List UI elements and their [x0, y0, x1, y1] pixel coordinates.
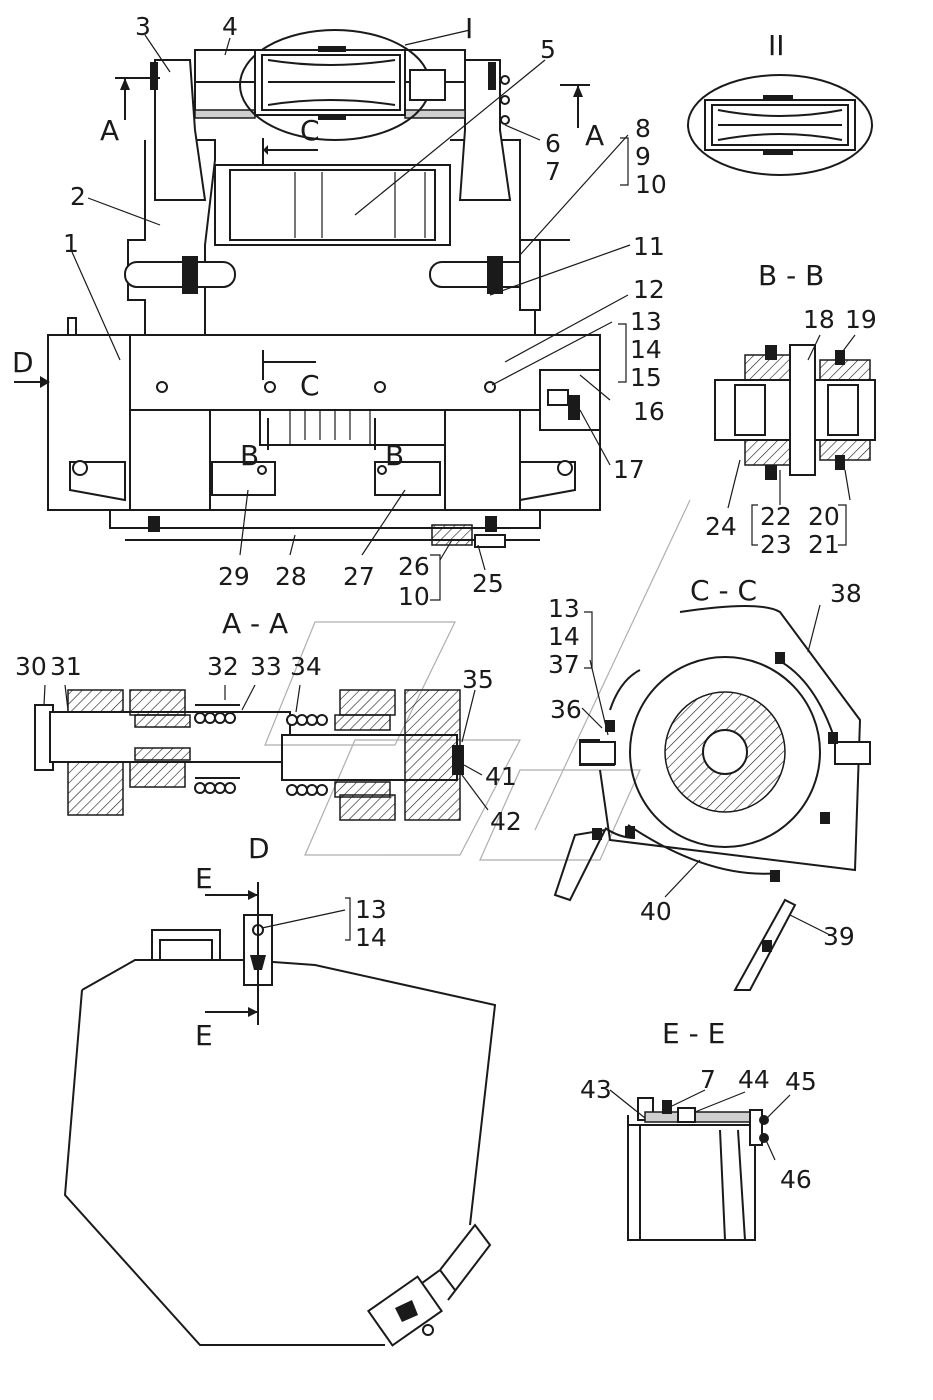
- callout-27: 27: [343, 562, 375, 591]
- section-title-e-bottom: E: [195, 1019, 213, 1052]
- main-front-view: [47, 29, 601, 548]
- view-mark-b-right: B: [385, 439, 404, 472]
- callout-14-cc: 14: [548, 622, 580, 651]
- callout-37: 37: [548, 650, 580, 679]
- view-mark-a-right: A: [585, 119, 604, 152]
- callout-33: 33: [250, 652, 282, 681]
- callout-7-ee: 7: [700, 1065, 716, 1094]
- section-markers: [14, 77, 590, 450]
- callout-13-cc: 13: [548, 594, 580, 623]
- section-title-ee: E - E: [662, 1017, 725, 1050]
- section-title-cc: C - C: [690, 574, 757, 607]
- callout-9: 9: [635, 142, 651, 171]
- callout-5: 5: [540, 35, 556, 64]
- callout-45: 45: [785, 1067, 817, 1096]
- callout-29: 29: [218, 562, 250, 591]
- callout-7: 7: [545, 157, 561, 186]
- callout-30: 30: [15, 652, 47, 681]
- callout-46: 46: [780, 1165, 812, 1194]
- callout-1: 1: [63, 229, 79, 258]
- callout-20: 20: [808, 502, 840, 531]
- detail-ii-view: [687, 74, 873, 176]
- callout-14-d: 14: [355, 923, 387, 952]
- callout-41: 41: [485, 762, 517, 791]
- callout-23: 23: [760, 530, 792, 559]
- view-mark-detail-1: I: [465, 12, 473, 45]
- callout-10: 10: [635, 170, 667, 199]
- callout-6: 6: [545, 129, 561, 158]
- section-title-aa: A - A: [222, 607, 288, 640]
- callout-12: 12: [633, 275, 665, 304]
- callout-4: 4: [222, 12, 238, 41]
- callout-24: 24: [705, 512, 737, 541]
- view-mark-a-left: A: [100, 114, 119, 147]
- callout-8: 8: [635, 114, 651, 143]
- callout-21: 21: [808, 530, 840, 559]
- section-ee-view: [609, 1089, 791, 1241]
- section-bb-view: [714, 334, 876, 546]
- view-mark-detail-2: II: [768, 29, 785, 62]
- section-title-bb: B - B: [758, 259, 824, 292]
- view-mark-b-left: B: [240, 439, 259, 472]
- watermark-outline: [264, 499, 691, 861]
- section-title-e-top: E: [195, 862, 213, 895]
- label-text-layer: I II A A C C B B D B - B A - A C - C D E…: [12, 12, 877, 1194]
- callout-2: 2: [70, 182, 86, 211]
- callout-36: 36: [550, 695, 582, 724]
- callout-18: 18: [803, 305, 835, 334]
- callout-39: 39: [823, 922, 855, 951]
- callout-11: 11: [633, 232, 665, 261]
- callout-22: 22: [760, 502, 792, 531]
- callout-17: 17: [613, 455, 645, 484]
- callout-28: 28: [275, 562, 307, 591]
- callout-13-d: 13: [355, 895, 387, 924]
- callout-15: 15: [630, 363, 662, 392]
- callout-16: 16: [633, 397, 665, 426]
- callout-25: 25: [472, 569, 504, 598]
- callout-26: 26: [398, 552, 430, 581]
- callout-32: 32: [207, 652, 239, 681]
- view-mark-d: D: [12, 346, 34, 379]
- callout-19: 19: [845, 305, 877, 334]
- section-aa-view: [34, 684, 489, 821]
- callout-42: 42: [490, 807, 522, 836]
- callout-44: 44: [738, 1065, 770, 1094]
- section-title-d: D: [248, 832, 270, 865]
- callout-14: 14: [630, 335, 662, 364]
- view-mark-c-mid: C: [300, 369, 320, 402]
- callout-31: 31: [50, 652, 82, 681]
- callout-10-lower: 10: [398, 582, 430, 611]
- spring-left: [194, 712, 236, 794]
- leader-lines: [71, 29, 631, 601]
- callout-35: 35: [462, 665, 494, 694]
- view-mark-c-top: C: [300, 114, 320, 147]
- callout-38: 38: [830, 579, 862, 608]
- callout-13: 13: [630, 307, 662, 336]
- callout-40: 40: [640, 897, 672, 926]
- view-d: [63, 882, 497, 1347]
- spring-right: [286, 714, 328, 796]
- callout-43: 43: [580, 1075, 612, 1104]
- callout-34: 34: [290, 652, 322, 681]
- section-cc-view: [553, 604, 871, 991]
- callout-3: 3: [135, 12, 151, 41]
